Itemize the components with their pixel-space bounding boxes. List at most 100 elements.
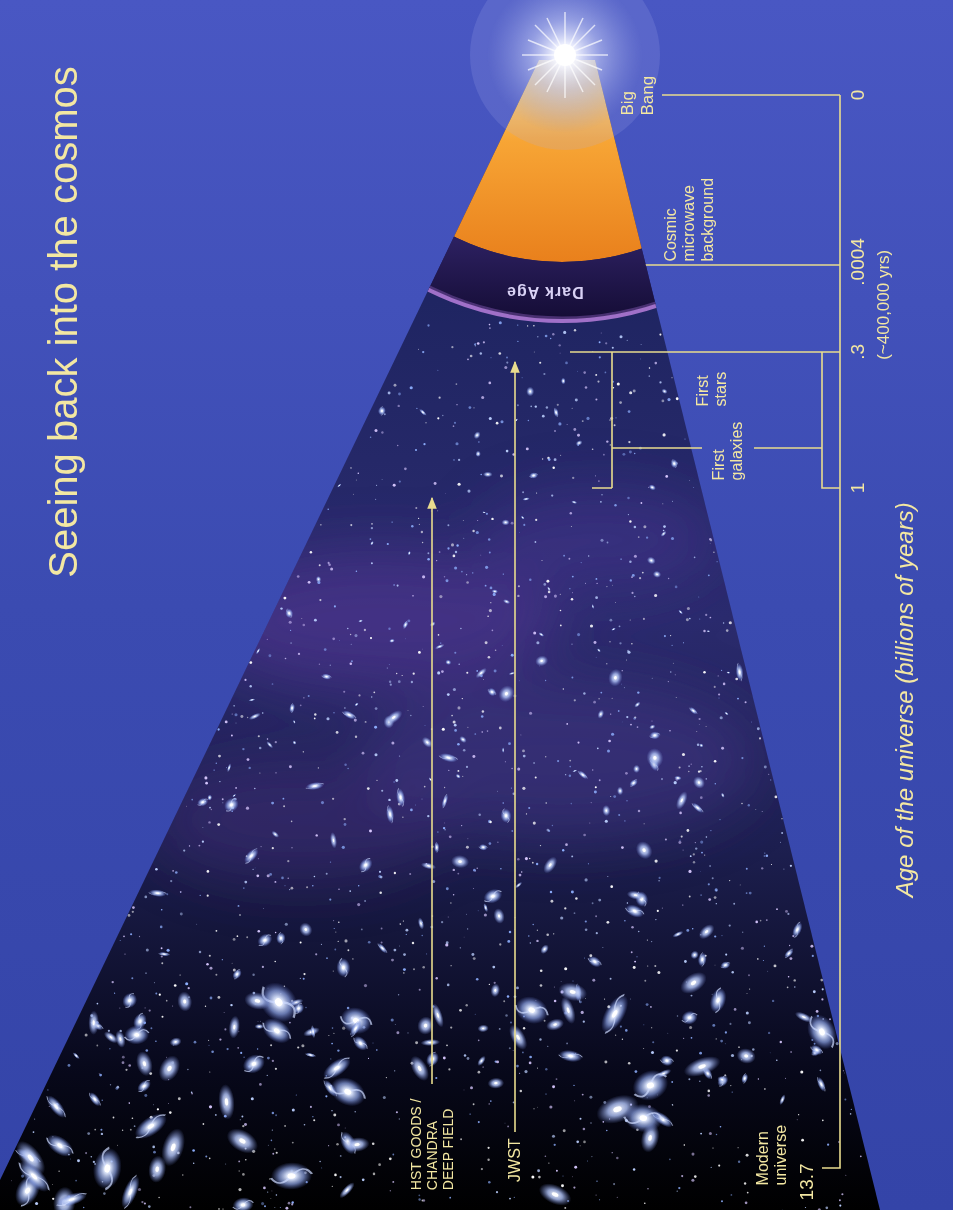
galaxy-core [491,894,496,898]
star-dot [102,1100,103,1101]
star-dot [652,1041,654,1043]
star-dot [435,1077,437,1079]
star-dot [242,748,244,750]
galaxy-disc [672,930,685,939]
star-dot [678,1187,680,1189]
star-dot [625,1029,628,1032]
star-dot [628,1062,631,1065]
galaxy [232,793,237,798]
star-dot [683,642,684,643]
galaxy [492,907,506,925]
star-dot [583,834,586,837]
star-dot [662,503,663,504]
galaxy-disc [420,861,437,871]
star-dot [87,1132,90,1135]
star-dot [714,935,716,937]
galaxy-core [654,735,656,737]
star-dot [631,576,633,578]
star-dot [672,662,674,664]
star-dot [542,415,545,418]
star-dot [402,817,403,818]
galaxy [315,576,321,583]
star-dot [425,422,427,424]
galaxy-disc [434,842,439,853]
galaxy-disc [501,519,509,525]
star-dot [564,907,566,909]
star-dot [793,979,795,981]
star-dot [703,671,706,674]
star-dot [189,1206,191,1208]
star-dot [604,1061,607,1064]
star-dot [595,1194,596,1195]
star-dot [595,786,597,788]
star-dot [643,1047,645,1049]
star-dot [822,988,824,990]
star-dot [463,1089,465,1091]
star-dot [447,524,449,526]
star-dot [423,706,424,707]
star-dot [591,802,592,803]
star-dot [691,1037,693,1039]
galaxy-disc [455,773,462,780]
star-dot [305,1007,307,1009]
galaxy-core [424,1023,428,1027]
star-dot [644,1203,646,1205]
star-dot [536,863,538,865]
star-dot [205,782,208,785]
star-dot [738,1161,740,1163]
galaxy-disc [520,515,525,520]
star-dot [633,966,636,969]
star-dot [438,397,440,399]
galaxy [626,889,645,901]
star-dot [689,618,691,620]
star-dot [714,964,716,966]
galaxy-disc [575,439,584,447]
star-dot [572,1176,574,1178]
star-dot [289,621,292,624]
star-dot [552,1135,555,1138]
star-dot [783,868,784,869]
star-dot [439,551,441,553]
star-dot [422,542,423,543]
star-dot [571,855,573,857]
star-dot [390,1190,391,1191]
star-dot [487,1159,489,1161]
star-dot [684,960,687,963]
star-dot [460,947,461,948]
star-dot [474,343,476,345]
star-dot [805,1207,806,1208]
star-dot [198,845,200,847]
star-dot [489,324,491,326]
star-dot [631,592,633,594]
star-dot [249,767,251,769]
star-dot [150,1027,152,1029]
star-dot [235,787,237,789]
star-dot [193,1162,194,1163]
star-dot [675,697,677,699]
star-dot [403,953,406,956]
star-dot [679,812,682,815]
star-dot [607,542,609,544]
star-dot [610,444,611,445]
star-dot [454,566,457,569]
galaxy [415,1015,436,1037]
star-dot [257,1048,258,1049]
star-dot [672,645,673,646]
star-dot [215,1114,217,1116]
star-dot [530,942,531,943]
star-dot [614,424,616,426]
star-dot [599,779,601,781]
star-dot [715,888,718,891]
star-dot [460,1138,462,1140]
star-dot [593,701,596,704]
star-dot [766,919,768,921]
star-dot [776,1060,778,1062]
star-dot [403,920,404,921]
star-dot [603,454,605,456]
galaxy-disc [232,793,237,798]
star-dot [208,1040,209,1041]
star-dot [444,829,446,831]
star-dot [681,836,683,838]
star-dot [554,987,555,988]
star-dot [560,594,561,595]
